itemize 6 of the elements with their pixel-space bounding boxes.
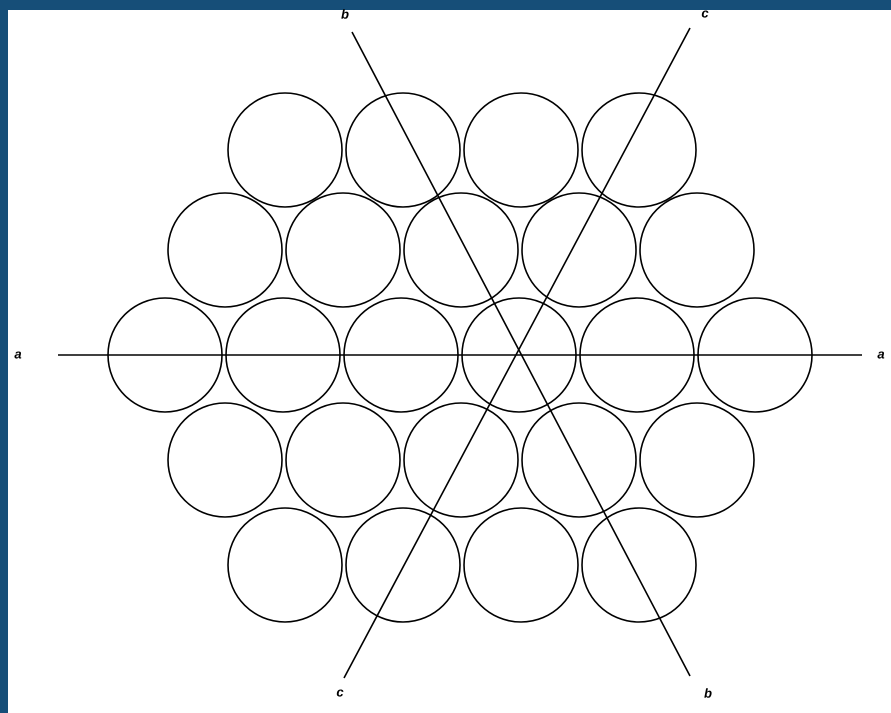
axis-label: a — [877, 351, 884, 359]
axis-label: a — [14, 351, 22, 359]
axis-label: b — [704, 688, 712, 698]
axis-label: c — [336, 689, 344, 697]
axis-label: c — [702, 10, 708, 18]
axis-label: b — [341, 9, 349, 19]
